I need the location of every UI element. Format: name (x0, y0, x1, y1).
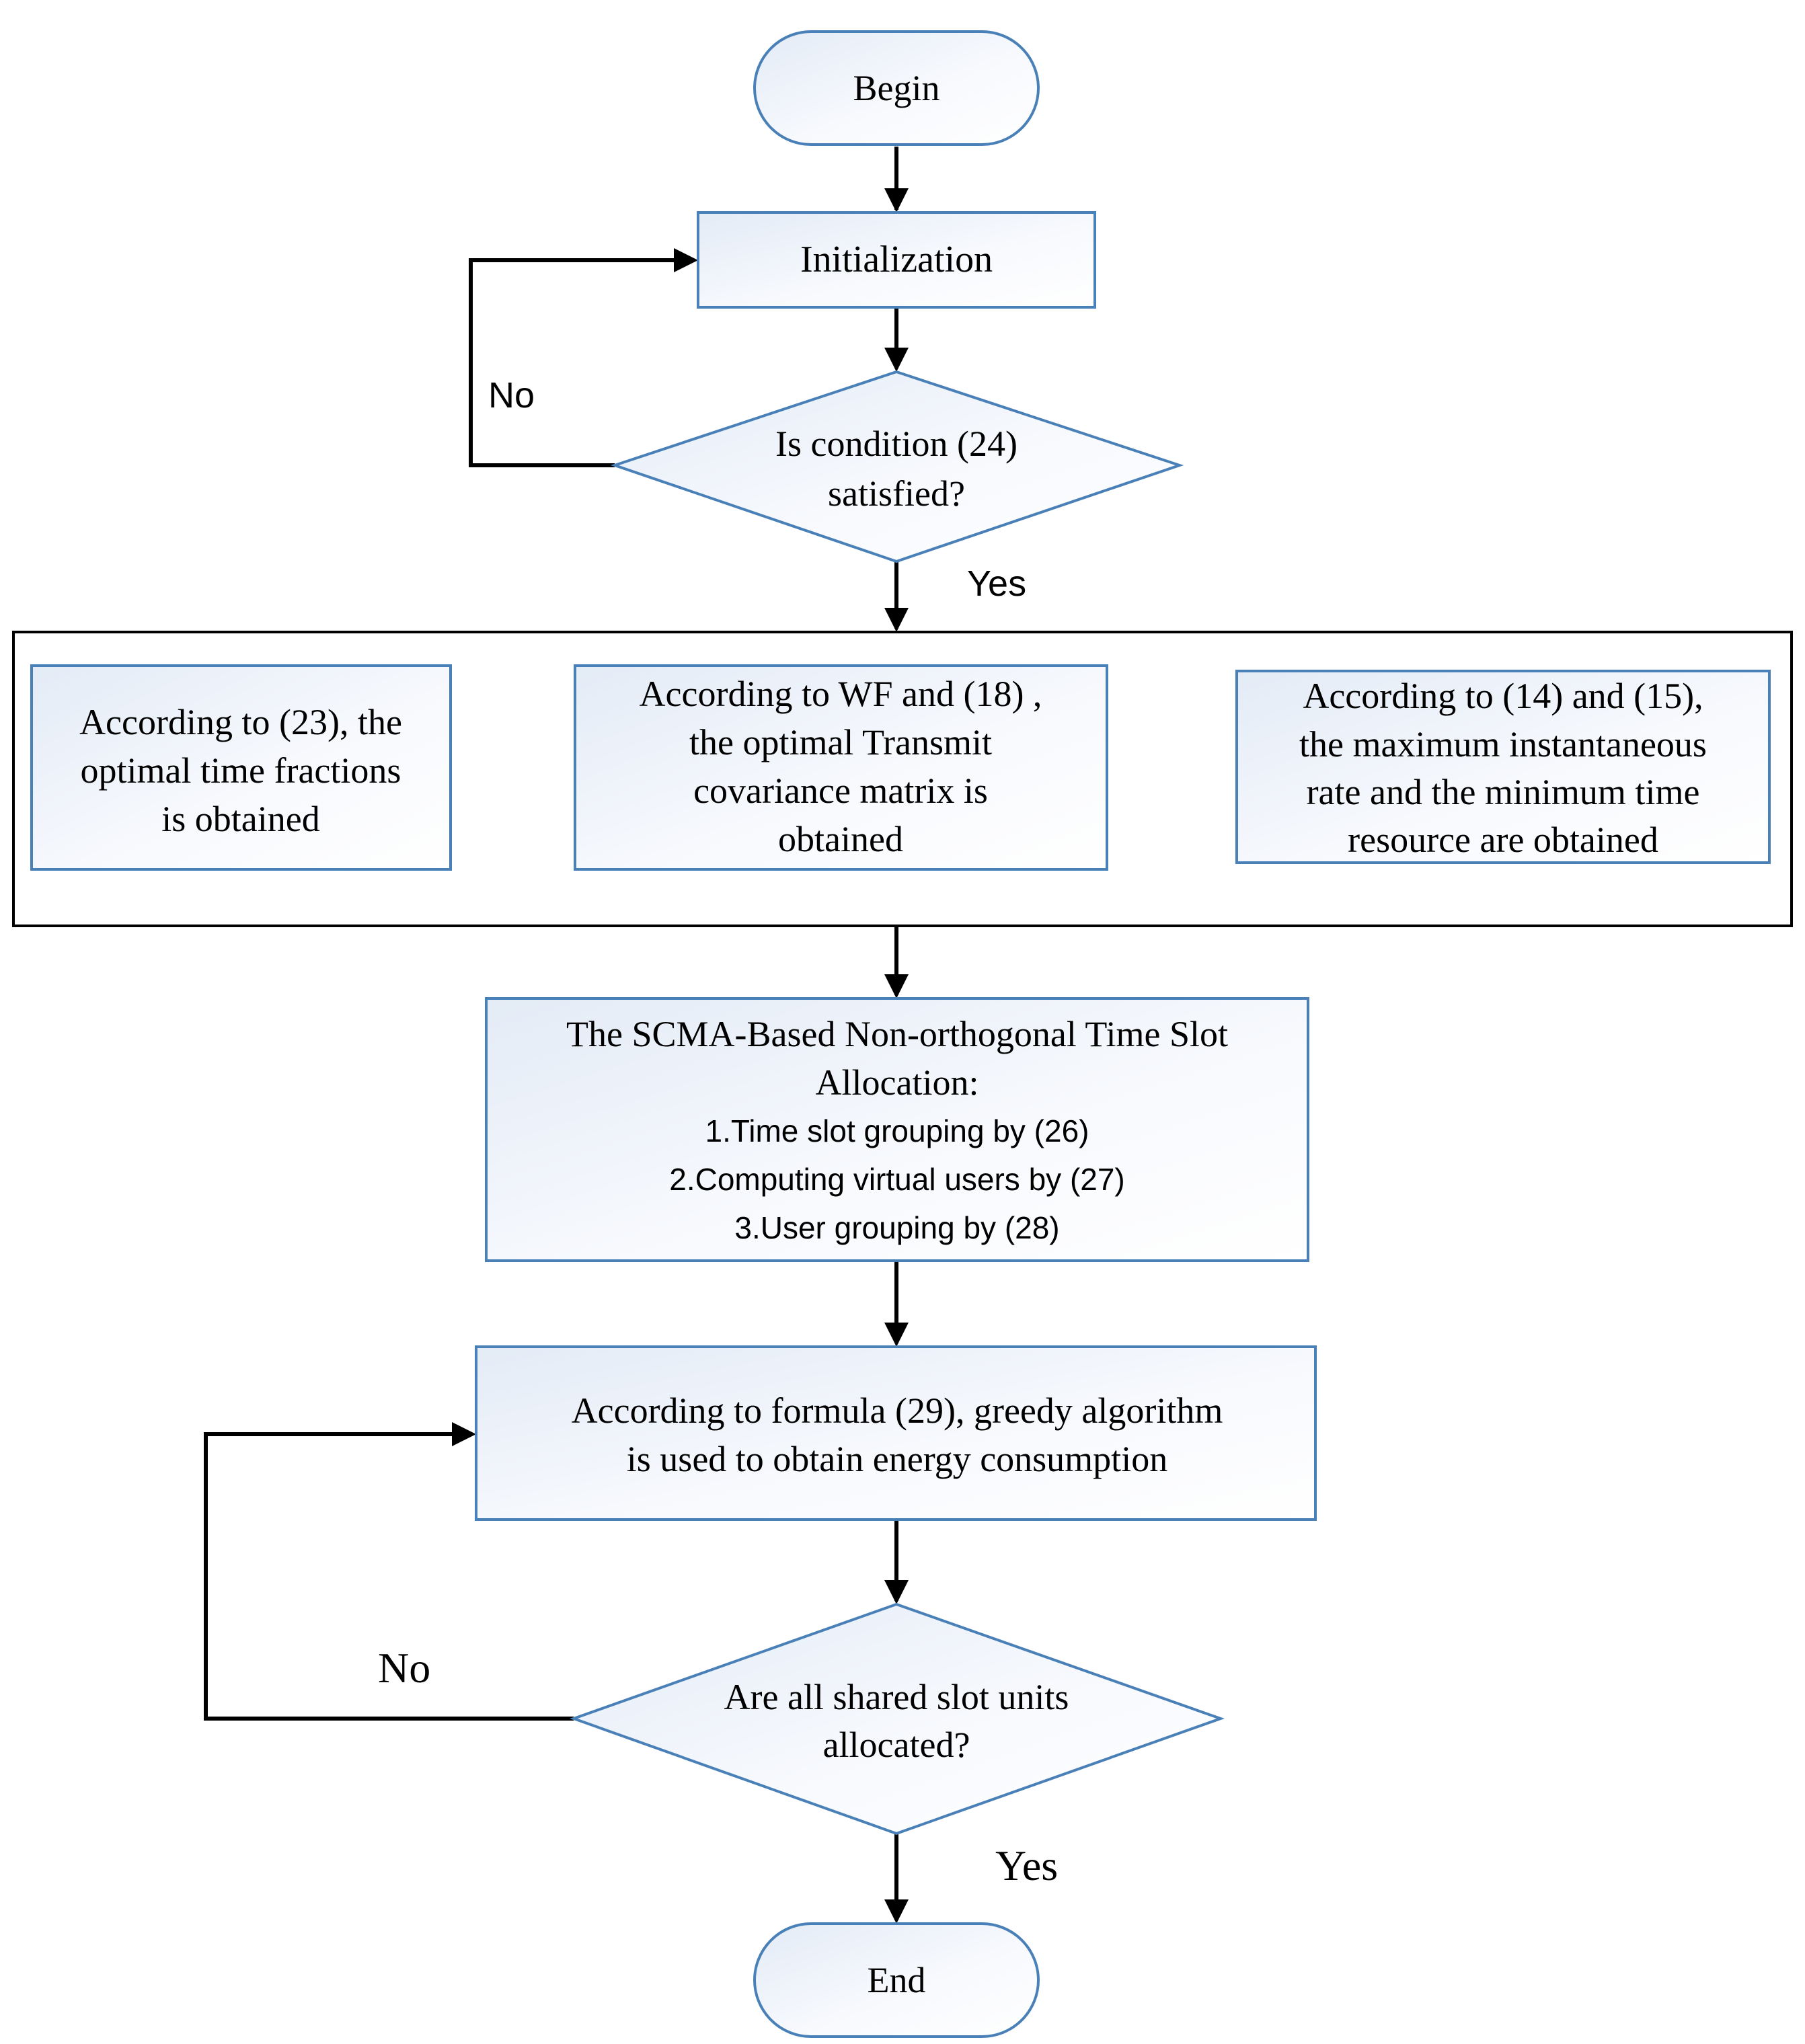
begin-label: Begin (853, 68, 940, 108)
step-c-line-1: According to (14) and (15), (1303, 676, 1703, 716)
greedy-line-1: According to formula (29), greedy algori… (572, 1390, 1223, 1431)
begin-terminal: Begin (753, 30, 1040, 146)
scma-title-line-2: Allocation: (816, 1062, 979, 1103)
decision1-line-1: Is condition (24) (775, 424, 1017, 464)
arrowhead (884, 1899, 909, 1924)
loop-decision1-no-to-init (469, 258, 693, 467)
greedy-line-2: is used to obtain energy consumption (627, 1439, 1167, 1479)
decision2-line-2: allocated? (823, 1725, 970, 1765)
arrowhead (884, 608, 909, 632)
scma-title-line-1: The SCMA-Based Non-orthogonal Time Slot (566, 1014, 1228, 1054)
decision-slots-allocated: Are all shared slot units allocated? (570, 1602, 1225, 1836)
scma-allocation-box: The SCMA-Based Non-orthogonal Time Slot … (485, 997, 1309, 1262)
step-b-line-4: obtained (778, 819, 903, 859)
scma-item-2: 2.Computing virtual users by (27) (669, 1162, 1125, 1197)
end-terminal: End (753, 1922, 1040, 2038)
arrowhead (884, 1580, 909, 1604)
optimization-group: According to (23), the optimal time frac… (12, 631, 1793, 927)
loop-decision2-no-to-greedy (204, 1432, 574, 1721)
step-covariance-matrix-box: According to WF and (18) , the optimal T… (574, 664, 1108, 871)
decision2-yes-label: Yes (995, 1842, 1058, 1889)
decision1-yes-label: Yes (967, 563, 1026, 604)
arrowhead (884, 1323, 909, 1347)
scma-item-3: 3.User grouping by (28) (734, 1210, 1059, 1245)
initialization-label: Initialization (800, 239, 993, 280)
arrowhead (884, 188, 909, 212)
step-b-line-2: the optimal Transmit (689, 722, 992, 762)
step-c-line-3: rate and the minimum time (1307, 772, 1700, 812)
step-time-fractions-box: According to (23), the optimal time frac… (30, 664, 452, 871)
decision2-no-label: No (378, 1644, 430, 1692)
step-b-line-1: According to WF and (18) , (640, 674, 1042, 714)
decision2-line-1: Are all shared slot units (724, 1677, 1069, 1717)
initialization-box: Initialization (697, 211, 1096, 309)
arrowhead (884, 348, 909, 372)
decision1-line-2: satisfied? (828, 473, 965, 514)
step-a-line-3: is obtained (161, 799, 319, 839)
end-label: End (868, 1960, 926, 2000)
arrowhead (884, 974, 909, 998)
step-max-rate-box: According to (14) and (15), the maximum … (1235, 670, 1771, 864)
arrowhead (674, 248, 698, 272)
step-a-line-1: According to (23), the (79, 702, 402, 742)
arrowhead (452, 1422, 476, 1446)
step-b-line-3: covariance matrix is (693, 771, 988, 811)
decision-condition-24: Is condition (24) satisfied? (610, 370, 1184, 563)
step-c-line-2: the maximum instantaneous (1299, 724, 1707, 764)
step-a-line-2: optimal time fractions (81, 750, 401, 791)
decision1-no-label: No (488, 375, 535, 416)
greedy-algorithm-box: According to formula (29), greedy algori… (475, 1345, 1317, 1521)
step-c-line-4: resource are obtained (1348, 820, 1658, 860)
scma-item-1: 1.Time slot grouping by (26) (705, 1113, 1089, 1148)
